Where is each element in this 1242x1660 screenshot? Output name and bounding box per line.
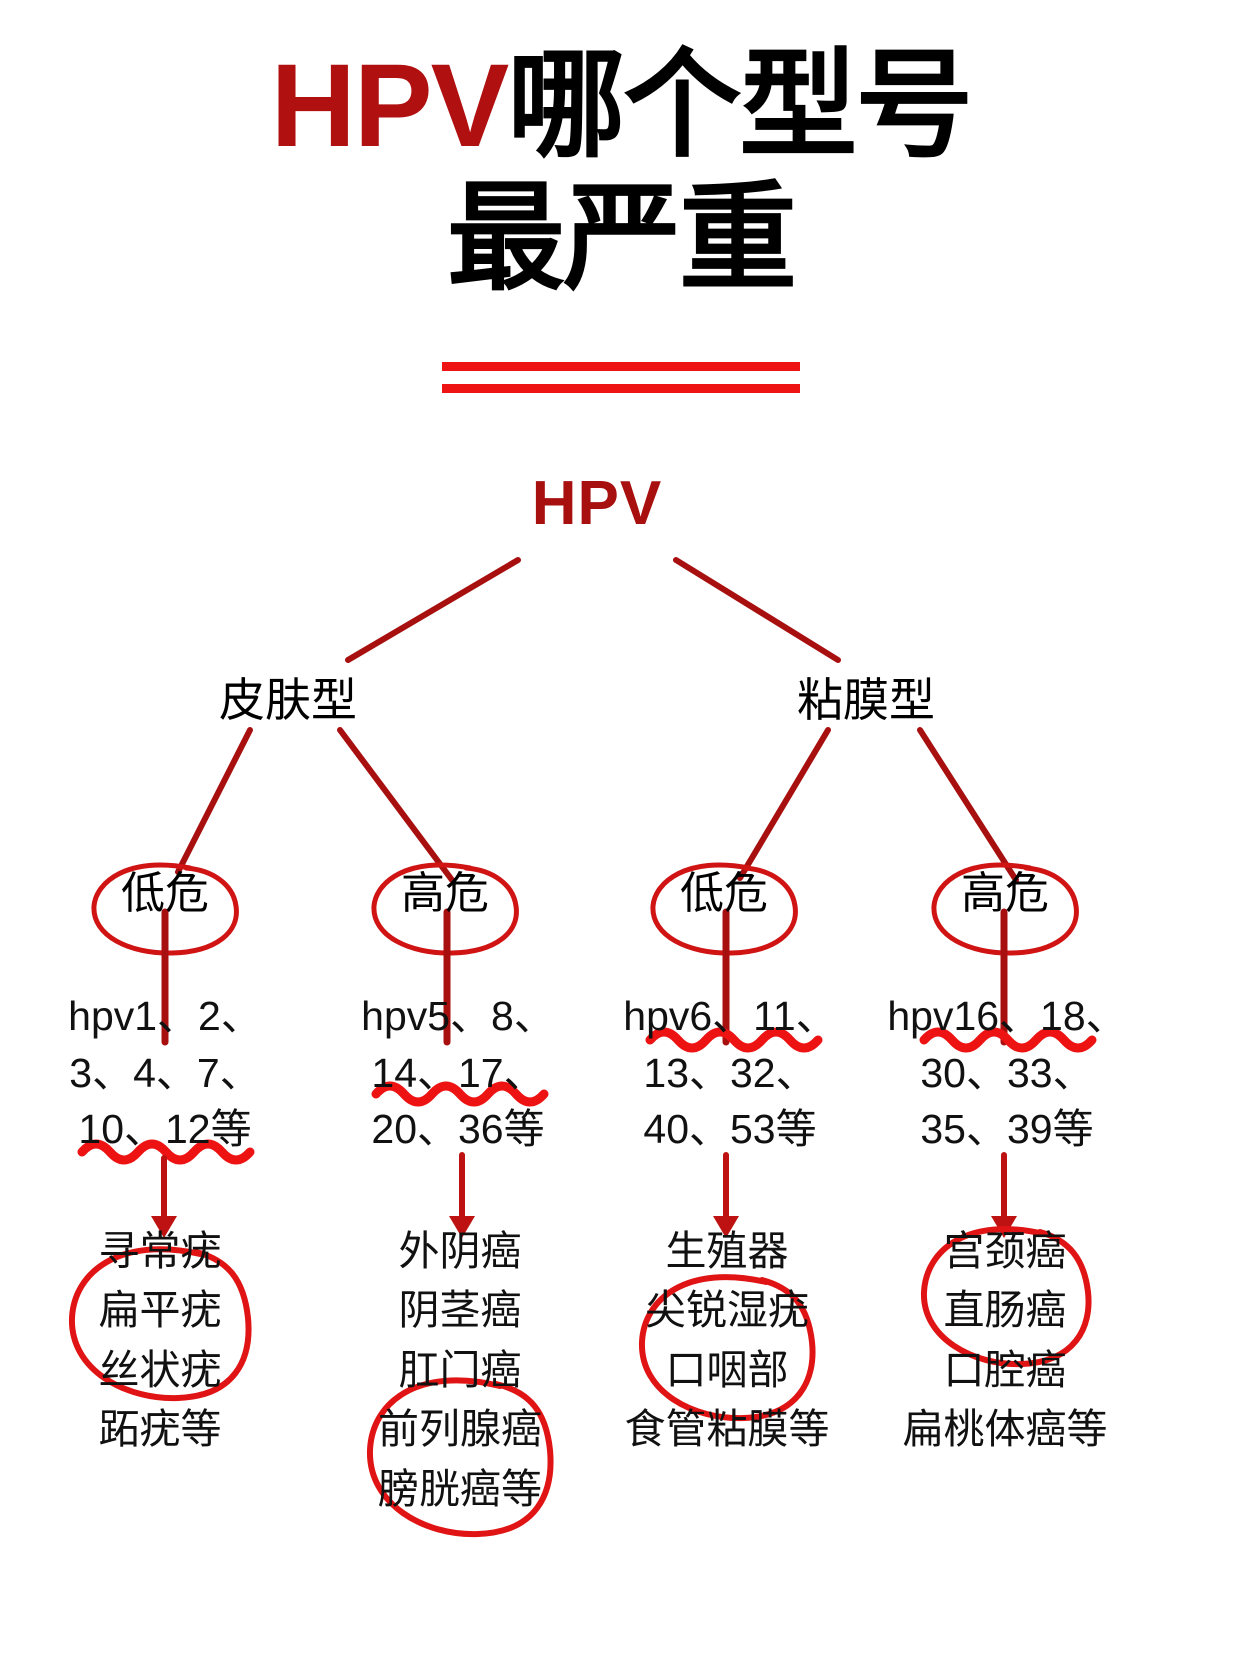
outcome-item: 食管粘膜等 (624, 1406, 830, 1453)
outcome-item: 宫颈癌 (943, 1228, 1067, 1274)
outcome-item: 直肠癌 (943, 1287, 1067, 1334)
title-line1-rest: 哪个型号 (507, 40, 973, 172)
outcome-item: 扁平疣 (98, 1287, 222, 1334)
types-line: hpv16、18、 (887, 993, 1127, 1039)
title-underline-bottom (442, 384, 800, 393)
types-line: 10、12等 (78, 1106, 252, 1153)
title-underline-group (0, 362, 1242, 393)
types-line: hpv5、8、 (361, 993, 555, 1039)
outcomes-list-mucosa-high: 宫颈癌 直肠癌 口腔癌 扁桃体癌等 (903, 1222, 1108, 1460)
types-line: 35、39等 (920, 1106, 1094, 1153)
types-list-mucosa-high: hpv16、18、 30、33、 35、39等 (887, 988, 1126, 1158)
outcome-item: 口腔癌 (943, 1346, 1067, 1393)
types-line: hpv6、11、 (623, 993, 837, 1039)
types-line: 30、33、 (920, 1049, 1094, 1096)
types-list-mucosa-low: hpv6、11、 13、32、 40、53等 (623, 988, 836, 1158)
types-line: 40、53等 (643, 1106, 817, 1153)
node-root-hpv: HPV (531, 469, 663, 538)
outcome-item: 扁桃体癌等 (902, 1406, 1108, 1453)
title-line-2: 最严重 (446, 173, 797, 306)
types-line: 14、17、 (371, 1049, 545, 1096)
page-title: HPV哪个型号 最严重 (0, 43, 1242, 306)
outcomes-list-mucosa-low: 生殖器 尖锐湿疣 口咽部 食管粘膜等 (625, 1222, 830, 1460)
outcome-item: 前列腺癌 (378, 1406, 542, 1453)
title-brand: HPV (270, 40, 510, 172)
types-line: 20、36等 (371, 1106, 545, 1153)
node-risk-skin-high: 高危 (401, 869, 489, 918)
outcome-item: 生殖器 (665, 1228, 789, 1274)
node-risk-mucosa-low: 低危 (680, 869, 768, 918)
outcome-item: 肛门癌 (398, 1346, 522, 1393)
types-list-skin-high: hpv5、8、 14、17、 20、36等 (361, 988, 555, 1158)
outcome-item: 阴茎癌 (398, 1287, 522, 1334)
outcome-item: 寻常疣 (98, 1228, 222, 1274)
outcome-item: 丝状疣 (98, 1346, 222, 1393)
types-list-skin-low: hpv1、2、 3、4、7、 10、12等 (68, 988, 262, 1158)
outcome-item: 尖锐湿疣 (645, 1287, 809, 1334)
title-line-1: HPV哪个型号 (0, 43, 1242, 169)
edge-root-to-skin (345, 557, 521, 663)
edge-root-to-mucosa (673, 557, 841, 663)
outcomes-list-skin-low: 寻常疣 扁平疣 丝状疣 跖疣等 (99, 1222, 222, 1460)
edge-skin-to-low (175, 727, 253, 875)
types-line: hpv1、2、 (68, 993, 262, 1039)
types-line: 13、32、 (643, 1049, 817, 1096)
outcome-item: 膀胱癌等 (378, 1465, 542, 1512)
node-type-mucosa: 粘膜型 (797, 674, 935, 726)
node-risk-mucosa-high: 高危 (961, 869, 1049, 918)
node-risk-skin-low: 低危 (121, 869, 209, 918)
types-line: 3、4、7、 (69, 1049, 261, 1096)
title-underline-top (442, 362, 800, 371)
node-type-skin: 皮肤型 (219, 674, 357, 726)
outcome-item: 口咽部 (665, 1346, 789, 1393)
outcome-item: 跖疣等 (98, 1406, 222, 1453)
outcomes-list-skin-high: 外阴癌 阴茎癌 肛门癌 前列腺癌 膀胱癌等 (378, 1222, 542, 1519)
outcome-item: 外阴癌 (398, 1228, 522, 1274)
